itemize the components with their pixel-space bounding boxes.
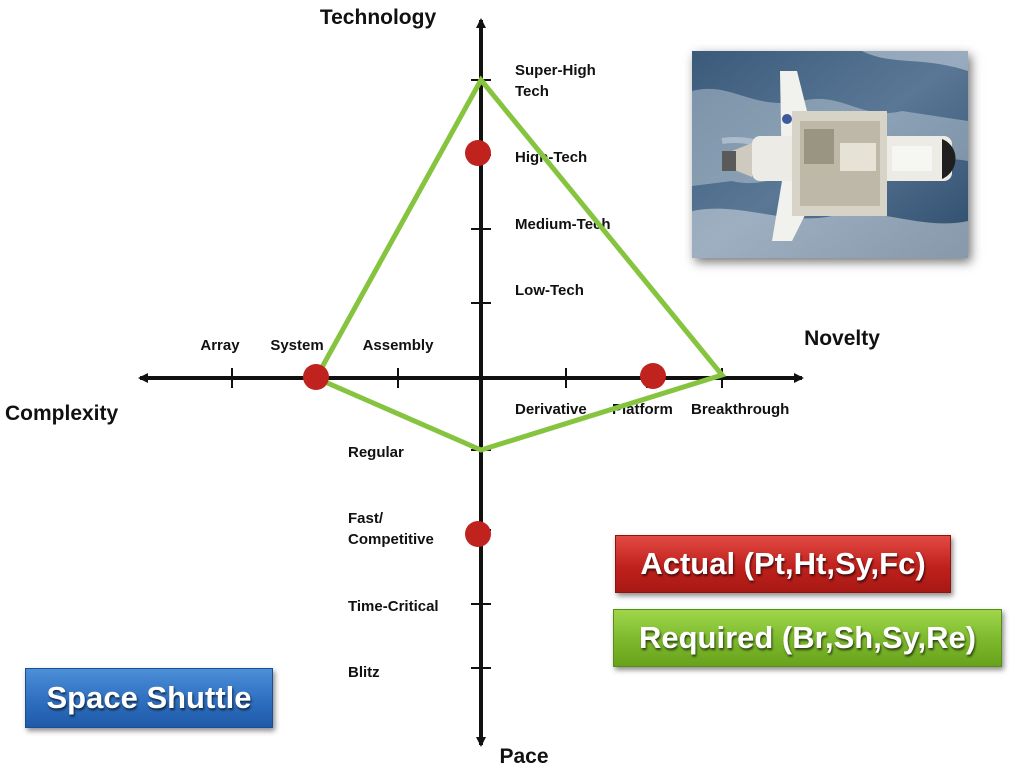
label-system: System xyxy=(270,337,323,354)
label-breakthrough: Breakthrough xyxy=(691,401,789,418)
label-blitz: Blitz xyxy=(348,664,380,681)
label-derivative: Derivative xyxy=(515,401,587,418)
label-assembly: Assembly xyxy=(363,337,435,354)
label-time-critical: Time-Critical xyxy=(348,598,439,615)
actual-marker-complexity xyxy=(303,364,329,390)
actual-marker-novelty xyxy=(640,363,666,389)
actual-legend-badge: Actual (Pt,Ht,Sy,Fc) xyxy=(615,535,951,593)
actual-marker-technology xyxy=(465,140,491,166)
project-title: Space Shuttle xyxy=(47,680,252,716)
actual-legend-label: Actual (Pt,Ht,Sy,Fc) xyxy=(640,546,925,582)
space-shuttle-photo xyxy=(692,51,968,258)
actual-profile-markers xyxy=(303,140,666,547)
label-fast-competitive: Fast/ Competitive xyxy=(348,510,434,548)
label-low-tech: Low-Tech xyxy=(515,282,584,299)
label-platform: Platform xyxy=(612,401,673,418)
required-profile-diamond xyxy=(316,80,722,450)
label-super-high-tech: Super-High Tech xyxy=(515,62,600,100)
label-array: Array xyxy=(200,337,240,354)
required-legend-label: Required (Br,Sh,Sy,Re) xyxy=(639,620,976,656)
novelty-axis-title: Novelty xyxy=(804,327,880,350)
complexity-axis-title: Complexity xyxy=(5,402,119,425)
label-regular: Regular xyxy=(348,444,404,461)
actual-marker-pace xyxy=(465,521,491,547)
project-title-badge: Space Shuttle xyxy=(25,668,273,728)
required-legend-badge: Required (Br,Sh,Sy,Re) xyxy=(613,609,1002,667)
pace-axis-title: Pace xyxy=(499,745,548,768)
technology-axis-title: Technology xyxy=(320,6,437,29)
